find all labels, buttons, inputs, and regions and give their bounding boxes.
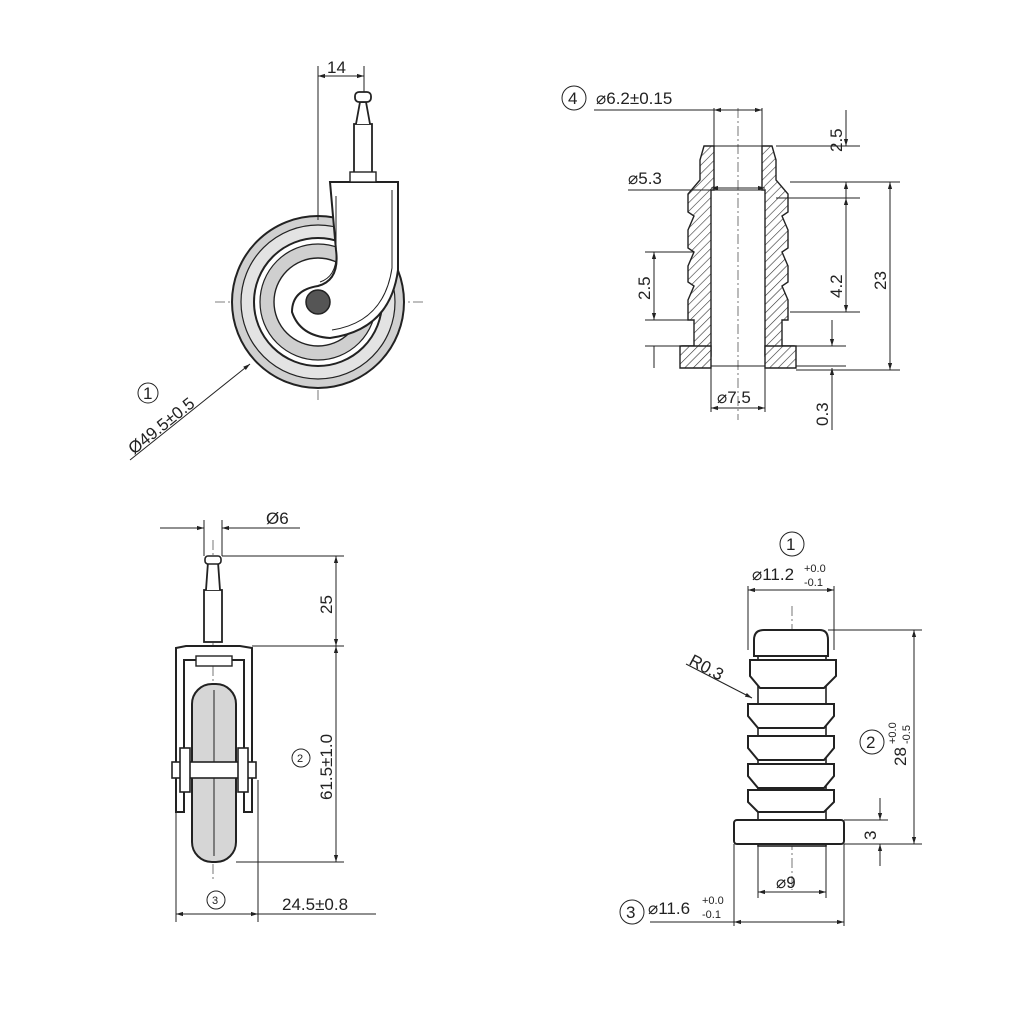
- dim-height-tol-lower: -0.5: [901, 725, 913, 744]
- dim-top-diameter: ⌀11.2: [752, 565, 794, 584]
- section-view-sleeve: 4 ⌀6.2±0.15 ⌀5.3 ⌀7.5 2.5 4.2 23 0.3: [561, 85, 900, 430]
- callout-side-1: 1: [143, 384, 152, 403]
- dim-inner-bore: ⌀5.3: [628, 169, 662, 188]
- dim-bottom-tol-lower: -0.1: [702, 909, 721, 921]
- dim-rib-pitch: 2.5: [635, 276, 654, 300]
- dim-wheel-diameter: Ø49.5±0.5: [125, 394, 199, 458]
- dim-height-tol-upper: +0.0: [887, 722, 899, 744]
- callout-pin-2: 2: [866, 733, 875, 752]
- dim-bottom-diameter: ⌀11.6: [648, 899, 690, 918]
- dim-top-outer: ⌀6.2±0.15: [596, 89, 672, 108]
- dim-flange-gap: 0.3: [813, 402, 832, 426]
- callout-pin-1: 1: [786, 535, 795, 554]
- dim-bottom-tol-upper: +0.0: [702, 895, 724, 907]
- callout-section-4: 4: [568, 89, 577, 108]
- callout-pin-3: 3: [626, 903, 635, 922]
- callout-front-3: 3: [212, 895, 218, 907]
- side-view-caster: 14 1 Ø49.5±0.5: [125, 58, 425, 461]
- dim-top-tol-lower: -0.1: [804, 577, 823, 589]
- callout-front-2: 2: [297, 753, 303, 765]
- axle: [305, 289, 331, 315]
- pin-view: 1 ⌀11.2 +0.0 -0.1 R0.3 2 28 +0.0 -0.5 3 …: [619, 531, 922, 926]
- dim-height: 61.5±1.0: [317, 734, 336, 800]
- front-view-caster: Ø6 25 2 61.5±1.0 3 24.5±0.8: [160, 509, 376, 922]
- dim-stem-diameter: Ø6: [266, 509, 289, 528]
- dim-bottom-bore: ⌀7.5: [717, 388, 751, 407]
- front-fork: [175, 645, 253, 813]
- dim-total-height: 23: [871, 271, 890, 290]
- dim-rib-height: 4.2: [827, 274, 846, 298]
- dim-width: 24.5±0.8: [282, 895, 348, 914]
- pin-flange: [733, 819, 845, 845]
- dim-radius: R0.3: [686, 651, 727, 685]
- dim-stem-height: 25: [317, 595, 336, 614]
- dim-top-height: 2.5: [827, 128, 846, 152]
- dim-flange-thickness: 3: [861, 831, 880, 840]
- dim-top-tol-upper: +0.0: [804, 563, 826, 575]
- dim-stem-offset: 14: [327, 58, 346, 77]
- dim-height-base: 28: [891, 747, 910, 766]
- dim-core-diameter: ⌀9: [776, 873, 796, 892]
